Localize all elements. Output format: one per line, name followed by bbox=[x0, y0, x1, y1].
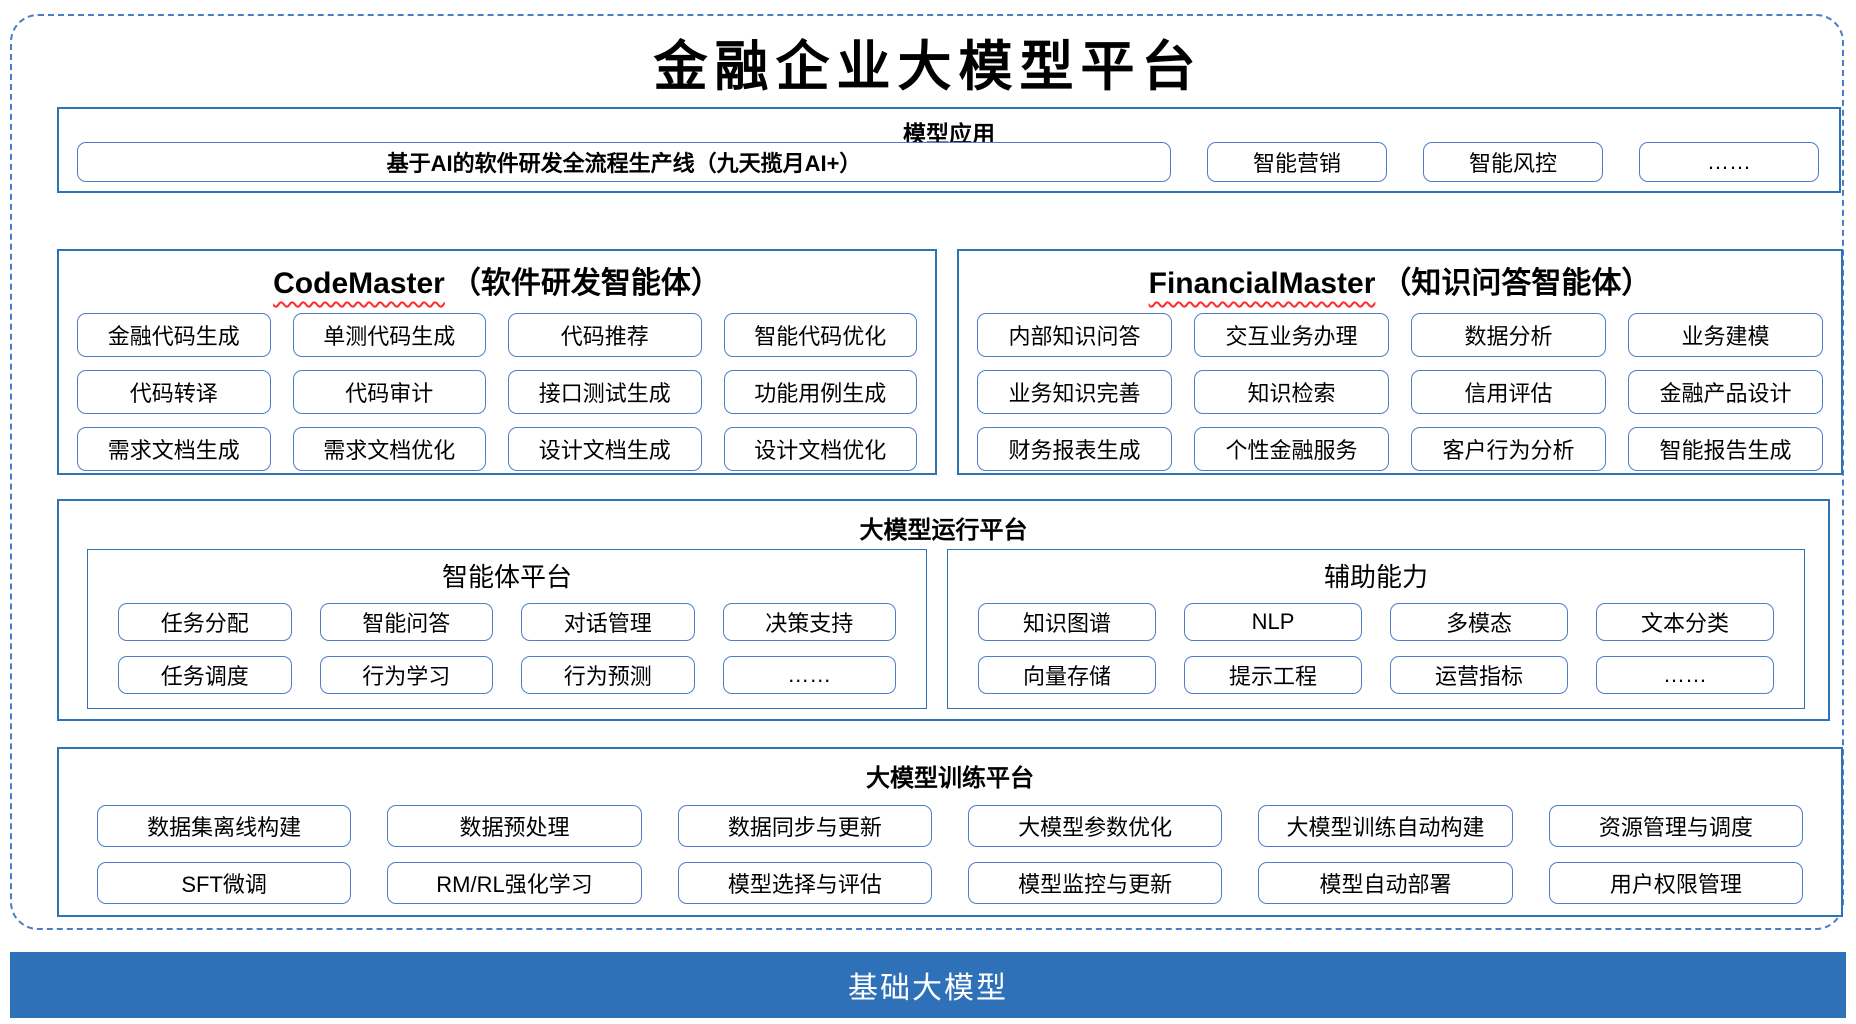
auxiliary-item: 向量存储 bbox=[978, 656, 1156, 694]
financialmaster-item: 业务建模 bbox=[1628, 313, 1823, 357]
codemaster-grid: 金融代码生成 单测代码生成 代码推荐 智能代码优化 代码转译 代码审计 接口测试… bbox=[59, 302, 935, 471]
codemaster-title-zh: （软件研发智能体） bbox=[450, 267, 721, 300]
training-item: 用户权限管理 bbox=[1548, 862, 1803, 904]
financialmaster-title-zh: （知识问答智能体） bbox=[1381, 267, 1652, 300]
financialmaster-item: 信用评估 bbox=[1411, 370, 1606, 414]
training-item: 大模型训练自动构建 bbox=[1258, 805, 1513, 847]
training-item: 大模型参数优化 bbox=[967, 805, 1223, 847]
agent-platform-title: 智能体平台 bbox=[441, 562, 572, 592]
agent-platform-item: 任务分配 bbox=[118, 603, 292, 641]
codemaster-title-en: CodeMaster bbox=[273, 267, 445, 300]
section-financialmaster: FinancialMaster（知识问答智能体） 内部知识问答 交互业务办理 数… bbox=[957, 249, 1843, 475]
training-item: 模型自动部署 bbox=[1258, 862, 1513, 904]
codemaster-item: 接口测试生成 bbox=[508, 370, 702, 414]
financialmaster-title: FinancialMaster（知识问答智能体） bbox=[959, 258, 1841, 302]
section-runtime-platform: 大模型运行平台 智能体平台 任务分配 智能问答 对话管理 决策支持 任务调度 行… bbox=[57, 499, 1830, 721]
diagram-title: 金融企业大模型平台 bbox=[653, 34, 1203, 98]
agent-platform-item: 对话管理 bbox=[521, 603, 695, 641]
codemaster-title: CodeMaster（软件研发智能体） bbox=[59, 258, 935, 302]
app-pipeline-item: 基于AI的软件研发全流程生产线（九天揽月AI+） bbox=[77, 142, 1171, 182]
agent-platform-item: 行为学习 bbox=[319, 656, 493, 694]
auxiliary-item: 运营指标 bbox=[1390, 656, 1568, 694]
model-applications-row: 基于AI的软件研发全流程生产线（九天揽月AI+） 智能营销 智能风控 …… bbox=[77, 142, 1819, 182]
subsection-auxiliary-capabilities: 辅助能力 知识图谱 NLP 多模态 文本分类 向量存储 提示工程 运营指标 …… bbox=[947, 549, 1805, 709]
agent-platform-item: 智能问答 bbox=[319, 603, 493, 641]
financialmaster-item: 客户行为分析 bbox=[1411, 427, 1606, 471]
financialmaster-item: 知识检索 bbox=[1194, 370, 1389, 414]
agent-platform-item: 任务调度 bbox=[118, 656, 292, 694]
financialmaster-title-en: FinancialMaster bbox=[1148, 267, 1376, 300]
foundation-model-bar: 基础大模型 bbox=[10, 952, 1846, 1018]
codemaster-item: 智能代码优化 bbox=[723, 313, 917, 357]
training-item: 数据集离线构建 bbox=[97, 805, 352, 847]
section-codemaster: CodeMaster（软件研发智能体） 金融代码生成 单测代码生成 代码推荐 智… bbox=[57, 249, 937, 475]
training-platform-title: 大模型训练平台 bbox=[866, 765, 1034, 792]
auxiliary-item: 提示工程 bbox=[1184, 656, 1362, 694]
codemaster-item: 代码推荐 bbox=[508, 313, 702, 357]
financialmaster-grid: 内部知识问答 交互业务办理 数据分析 业务建模 业务知识完善 知识检索 信用评估… bbox=[959, 302, 1841, 471]
auxiliary-capabilities-title: 辅助能力 bbox=[1323, 562, 1428, 592]
codemaster-item: 设计文档生成 bbox=[508, 427, 702, 471]
agent-platform-grid: 任务分配 智能问答 对话管理 决策支持 任务调度 行为学习 行为预测 …… bbox=[88, 594, 926, 694]
agent-platform-item: 决策支持 bbox=[722, 603, 896, 641]
training-item: 资源管理与调度 bbox=[1548, 805, 1803, 847]
section-training-platform: 大模型训练平台 数据集离线构建 数据预处理 数据同步与更新 大模型参数优化 大模… bbox=[57, 747, 1843, 917]
financialmaster-item: 个性金融服务 bbox=[1194, 427, 1389, 471]
training-item: 模型监控与更新 bbox=[967, 862, 1223, 904]
app-item: 智能风控 bbox=[1423, 142, 1603, 182]
codemaster-item: 金融代码生成 bbox=[77, 313, 271, 357]
financialmaster-item: 金融产品设计 bbox=[1628, 370, 1823, 414]
training-item: SFT微调 bbox=[97, 862, 352, 904]
section-model-applications: 模型应用 基于AI的软件研发全流程生产线（九天揽月AI+） 智能营销 智能风控 … bbox=[57, 107, 1841, 193]
auxiliary-item: 知识图谱 bbox=[978, 603, 1156, 641]
training-item: RM/RL强化学习 bbox=[387, 862, 642, 904]
runtime-platform-title: 大模型运行平台 bbox=[859, 517, 1028, 544]
codemaster-item: 需求文档优化 bbox=[292, 427, 486, 471]
codemaster-item: 设计文档优化 bbox=[723, 427, 917, 471]
codemaster-item: 代码审计 bbox=[292, 370, 486, 414]
codemaster-item: 代码转译 bbox=[77, 370, 271, 414]
agent-platform-item-ellipsis: …… bbox=[722, 656, 896, 694]
training-item: 模型选择与评估 bbox=[677, 862, 932, 904]
codemaster-item: 单测代码生成 bbox=[292, 313, 486, 357]
auxiliary-item-ellipsis: …… bbox=[1596, 656, 1774, 694]
auxiliary-item: NLP bbox=[1184, 603, 1362, 641]
financialmaster-item: 交互业务办理 bbox=[1194, 313, 1389, 357]
auxiliary-capabilities-grid: 知识图谱 NLP 多模态 文本分类 向量存储 提示工程 运营指标 …… bbox=[948, 594, 1804, 694]
financialmaster-item: 业务知识完善 bbox=[977, 370, 1172, 414]
financialmaster-item: 财务报表生成 bbox=[977, 427, 1172, 471]
agent-platform-item: 行为预测 bbox=[521, 656, 695, 694]
subsection-agent-platform: 智能体平台 任务分配 智能问答 对话管理 决策支持 任务调度 行为学习 行为预测… bbox=[87, 549, 927, 709]
app-item: 智能营销 bbox=[1207, 142, 1387, 182]
app-item-ellipsis: …… bbox=[1639, 142, 1819, 182]
codemaster-item: 需求文档生成 bbox=[77, 427, 271, 471]
financialmaster-item: 智能报告生成 bbox=[1628, 427, 1823, 471]
auxiliary-item: 文本分类 bbox=[1596, 603, 1774, 641]
auxiliary-item: 多模态 bbox=[1390, 603, 1568, 641]
training-item: 数据同步与更新 bbox=[677, 805, 932, 847]
codemaster-item: 功能用例生成 bbox=[723, 370, 917, 414]
training-platform-grid: 数据集离线构建 数据预处理 数据同步与更新 大模型参数优化 大模型训练自动构建 … bbox=[59, 793, 1841, 904]
training-item: 数据预处理 bbox=[387, 805, 642, 847]
financialmaster-item: 数据分析 bbox=[1411, 313, 1606, 357]
financialmaster-item: 内部知识问答 bbox=[977, 313, 1172, 357]
